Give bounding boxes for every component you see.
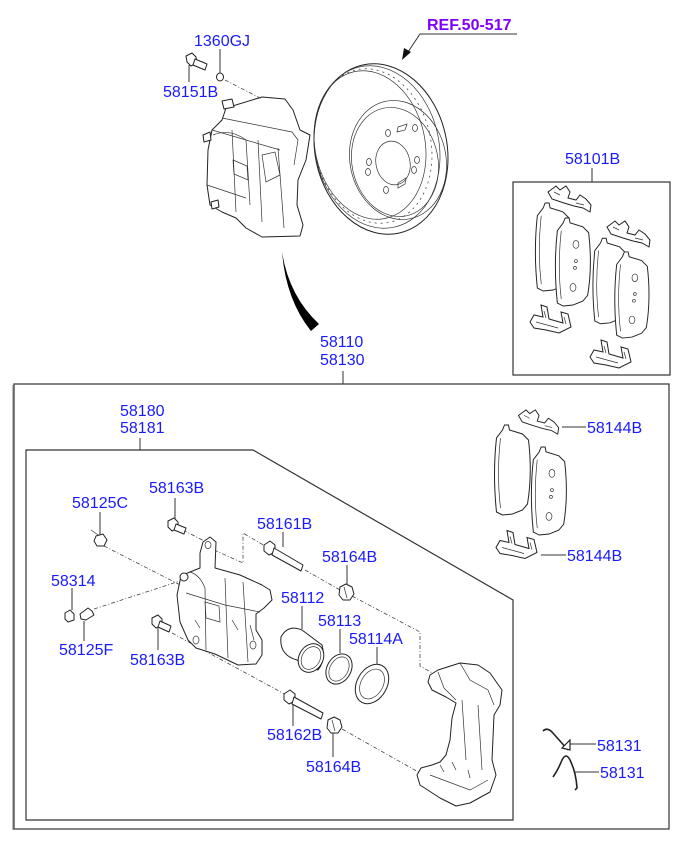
callout-58101b[interactable]: 58101B — [565, 151, 620, 168]
pad-kit-clip — [547, 185, 592, 213]
callout-58164b-upper[interactable]: 58164B — [322, 549, 377, 566]
callout-1360gj[interactable]: 1360GJ — [194, 33, 250, 50]
callout-58114a[interactable]: 58114A — [349, 631, 403, 648]
callout-58163b-bottom[interactable]: 58163B — [130, 652, 185, 669]
pad-clip-58144b-lower — [495, 529, 538, 560]
washer-1360gj — [216, 72, 224, 82]
brake-disc — [313, 63, 449, 235]
callout-58144b-lower[interactable]: 58144B — [567, 548, 622, 565]
callout-58125c[interactable]: 58125C — [72, 495, 128, 512]
callout-58110[interactable]: 58110 — [320, 334, 363, 351]
bolt-58163b-bottom — [151, 614, 172, 633]
callout-58112[interactable]: 58112 — [281, 590, 324, 607]
caliper-sub-assembly-box — [25, 449, 514, 821]
callout-58180[interactable]: 58180 — [120, 403, 165, 420]
caliper-body — [176, 536, 273, 666]
curved-arrow-icon — [282, 252, 319, 331]
callout-58161b[interactable]: 58161B — [257, 516, 312, 533]
callout-58113[interactable]: 58113 — [318, 613, 361, 630]
pad-clip-58144b-upper — [518, 409, 560, 435]
callout-58151b[interactable]: 58151B — [163, 84, 218, 101]
pad-kit-clip — [606, 220, 651, 248]
spring-58131-lower — [552, 755, 578, 791]
bleeder-screw-58125f — [79, 607, 95, 621]
guide-pin-58161b — [263, 540, 304, 572]
callout-58163b-top[interactable]: 58163B — [149, 480, 204, 497]
pad-kit-pad — [614, 251, 650, 339]
bolt-58151b — [185, 52, 208, 71]
spring-58131-upper — [542, 728, 571, 751]
bushing-58164b-lower — [326, 716, 343, 734]
brake-pad-inner — [530, 446, 567, 536]
callout-58131-lower[interactable]: 58131 — [600, 765, 645, 782]
callout-58144b-upper[interactable]: 58144B — [587, 420, 642, 437]
cap-58314 — [64, 609, 75, 623]
bolt-58163b-top — [167, 517, 187, 535]
callout-58130[interactable]: 58130 — [320, 352, 365, 369]
bleeder-cap-58125c — [90, 529, 108, 547]
dashed-guide-line — [224, 79, 263, 100]
pad-kit-clip — [589, 339, 632, 369]
dashed-guide-lines — [93, 529, 437, 774]
guide-pin-58162b — [283, 689, 324, 720]
reference-arrowhead-icon — [402, 48, 411, 60]
piston-58112 — [280, 627, 325, 673]
seal-58113 — [325, 653, 353, 685]
pad-kit-pad — [554, 217, 591, 307]
brake-pad-outer — [493, 424, 531, 516]
callout-58164b-lower[interactable]: 58164B — [306, 759, 361, 776]
reference-leader-line — [407, 33, 517, 53]
caliper-bracket — [416, 662, 503, 807]
callout-58131-upper[interactable]: 58131 — [597, 738, 642, 755]
caliper-assembly-top — [202, 96, 311, 238]
callout-58125f[interactable]: 58125F — [59, 642, 113, 659]
pad-kit-clip — [529, 304, 572, 334]
reference-link[interactable]: REF.50-517 — [427, 17, 512, 34]
caliper-assembly-box — [13, 383, 670, 830]
callout-58181[interactable]: 58181 — [120, 420, 165, 437]
callout-58162b[interactable]: 58162B — [267, 727, 322, 744]
bushing-58164b-upper — [338, 583, 355, 601]
callout-58314[interactable]: 58314 — [51, 573, 96, 590]
boot-58114a — [354, 663, 390, 705]
